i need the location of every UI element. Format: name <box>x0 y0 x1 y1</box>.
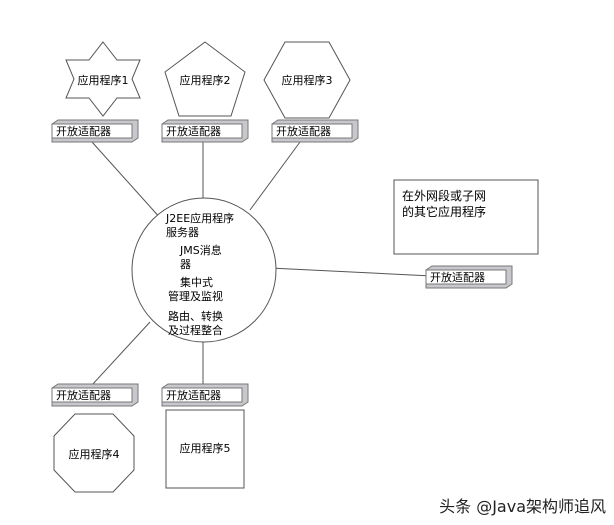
hub-line-2: 服务器 <box>166 226 199 239</box>
watermark: 头条 @Java架构师追风 <box>439 497 606 516</box>
hub-line-3: JMS消息 <box>179 243 222 257</box>
adapter-app2: 开放适配器 <box>161 119 249 143</box>
hub-line-1: J2EE应用程序 <box>165 211 234 225</box>
hub-line-6: 管理及监视 <box>168 289 223 303</box>
adapter-app3: 开放适配器 <box>271 119 359 143</box>
hub-node: J2EE应用程序 服务器 JMS消息 器 集中式 管理及监视 路由、转换 及过程… <box>131 197 277 343</box>
hub-line-8: 及过程整合 <box>168 323 223 337</box>
app5-label: 应用程序5 <box>180 441 231 455</box>
adapter-app1: 开放适配器 <box>51 119 139 143</box>
adapter-label: 开放适配器 <box>166 388 221 402</box>
app3-node: 应用程序3 <box>263 41 351 119</box>
hub-line-5: 集中式 <box>180 275 213 289</box>
connector-app1 <box>91 141 163 221</box>
external-apps-box <box>393 179 539 255</box>
square-shape <box>165 409 245 489</box>
connector-app4 <box>91 321 151 386</box>
adapter-app4: 开放适配器 <box>51 383 139 407</box>
connectors <box>91 141 433 386</box>
adapter-label: 开放适配器 <box>276 124 331 138</box>
app1-label: 应用程序1 <box>78 73 129 87</box>
external-line-1: 在外网段或子网 <box>402 188 486 203</box>
external-apps-node: 在外网段或子网 的其它应用程序 <box>393 179 539 255</box>
external-line-2: 的其它应用程序 <box>402 204 486 219</box>
connector-app3 <box>249 141 301 211</box>
hub-line-7: 路由、转换 <box>168 309 223 323</box>
hub-circle <box>131 197 277 343</box>
adapter-label: 开放适配器 <box>430 270 485 284</box>
app4-label: 应用程序4 <box>69 447 120 461</box>
app4-node: 应用程序4 <box>53 413 135 493</box>
adapter-label: 开放适配器 <box>56 388 111 402</box>
app2-node: 应用程序2 <box>164 41 246 117</box>
pentagon-shape <box>164 41 246 117</box>
adapter-external: 开放适配器 <box>425 265 513 289</box>
app5-node: 应用程序5 <box>165 409 245 489</box>
adapter-label: 开放适配器 <box>56 124 111 138</box>
adapter-label: 开放适配器 <box>166 124 221 138</box>
app3-label: 应用程序3 <box>282 73 333 87</box>
hub-line-4: 器 <box>180 258 191 271</box>
app1-node: 应用程序1 <box>65 41 141 117</box>
octagon-shape <box>53 413 135 493</box>
hexagon-shape <box>263 41 351 119</box>
adapter-app5: 开放适配器 <box>161 383 249 407</box>
connector-external <box>269 267 433 277</box>
star-shape <box>65 41 141 117</box>
app2-label: 应用程序2 <box>180 73 231 87</box>
